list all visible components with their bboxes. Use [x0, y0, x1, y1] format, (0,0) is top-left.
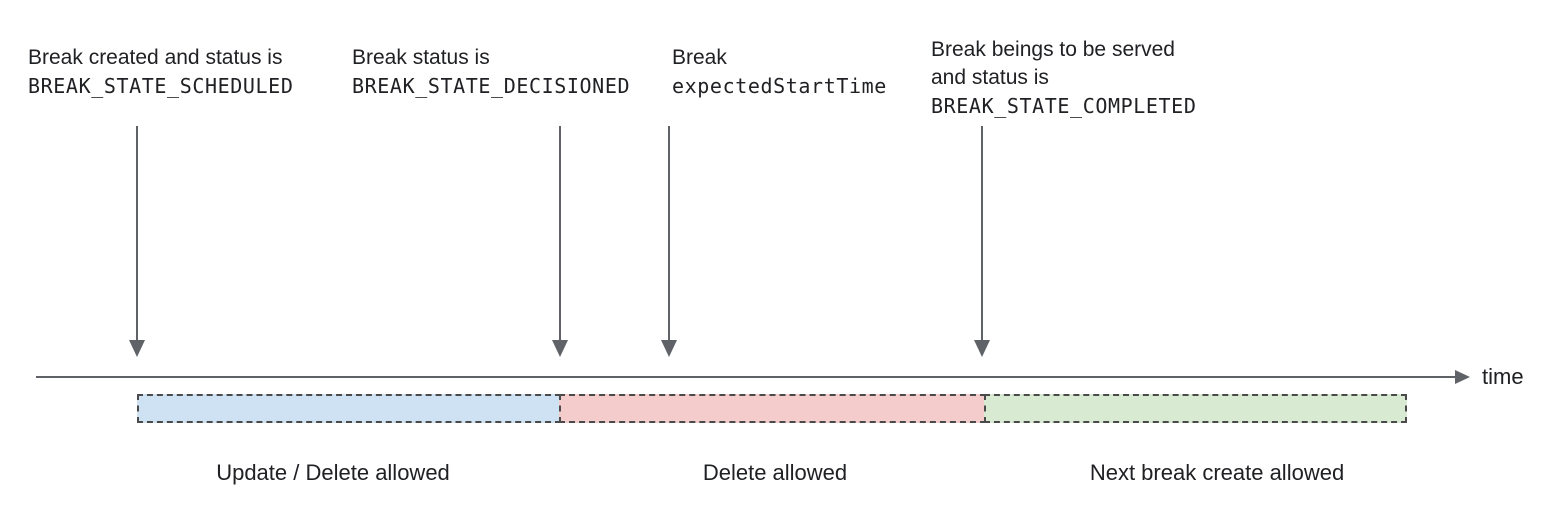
- annotation-text: Break created and status is: [28, 46, 283, 69]
- down-arrow-icon: [974, 126, 990, 357]
- annotation-expected-start-time: Break expectedStartTime: [672, 44, 887, 100]
- arrow-shaft: [136, 126, 138, 342]
- annotation-break-decisioned: Break status is BREAK_STATE_DECISIONED: [352, 44, 630, 100]
- timeline-arrowhead-icon: [1455, 370, 1470, 384]
- annotation-text: Break status is: [352, 46, 490, 69]
- segment-update-delete-allowed: [137, 394, 561, 423]
- down-arrow-icon: [129, 126, 145, 357]
- annotation-code: BREAK_STATE_COMPLETED: [931, 94, 1197, 118]
- arrow-head: [974, 340, 990, 357]
- arrow-shaft: [559, 126, 561, 342]
- down-arrow-icon: [552, 126, 568, 357]
- arrow-head: [661, 340, 677, 357]
- segment-label: Next break create allowed: [1089, 460, 1345, 485]
- annotation-break-scheduled: Break created and status is BREAK_STATE_…: [28, 44, 293, 100]
- annotation-text: Break beings to be served: [931, 38, 1175, 61]
- annotation-text: and status is: [931, 66, 1049, 89]
- annotation-text: Break: [672, 46, 727, 69]
- arrow-head: [552, 340, 568, 357]
- annotation-break-completed: Break beings to be served and status is …: [931, 36, 1196, 120]
- arrow-head: [129, 340, 145, 357]
- down-arrow-icon: [661, 126, 677, 357]
- segment-delete-allowed: [559, 394, 986, 423]
- segment-label: Update / Delete allowed: [216, 460, 450, 485]
- annotation-code: expectedStartTime: [672, 74, 887, 98]
- timeline-axis: [36, 376, 1456, 378]
- segment-label: Delete allowed: [702, 460, 848, 485]
- annotation-code: BREAK_STATE_SCHEDULED: [28, 74, 294, 98]
- arrow-shaft: [981, 126, 983, 342]
- arrow-shaft: [668, 126, 670, 342]
- time-axis-label: time: [1482, 364, 1524, 389]
- segment-next-break-create-allowed: [984, 394, 1407, 423]
- annotation-code: BREAK_STATE_DECISIONED: [352, 74, 631, 98]
